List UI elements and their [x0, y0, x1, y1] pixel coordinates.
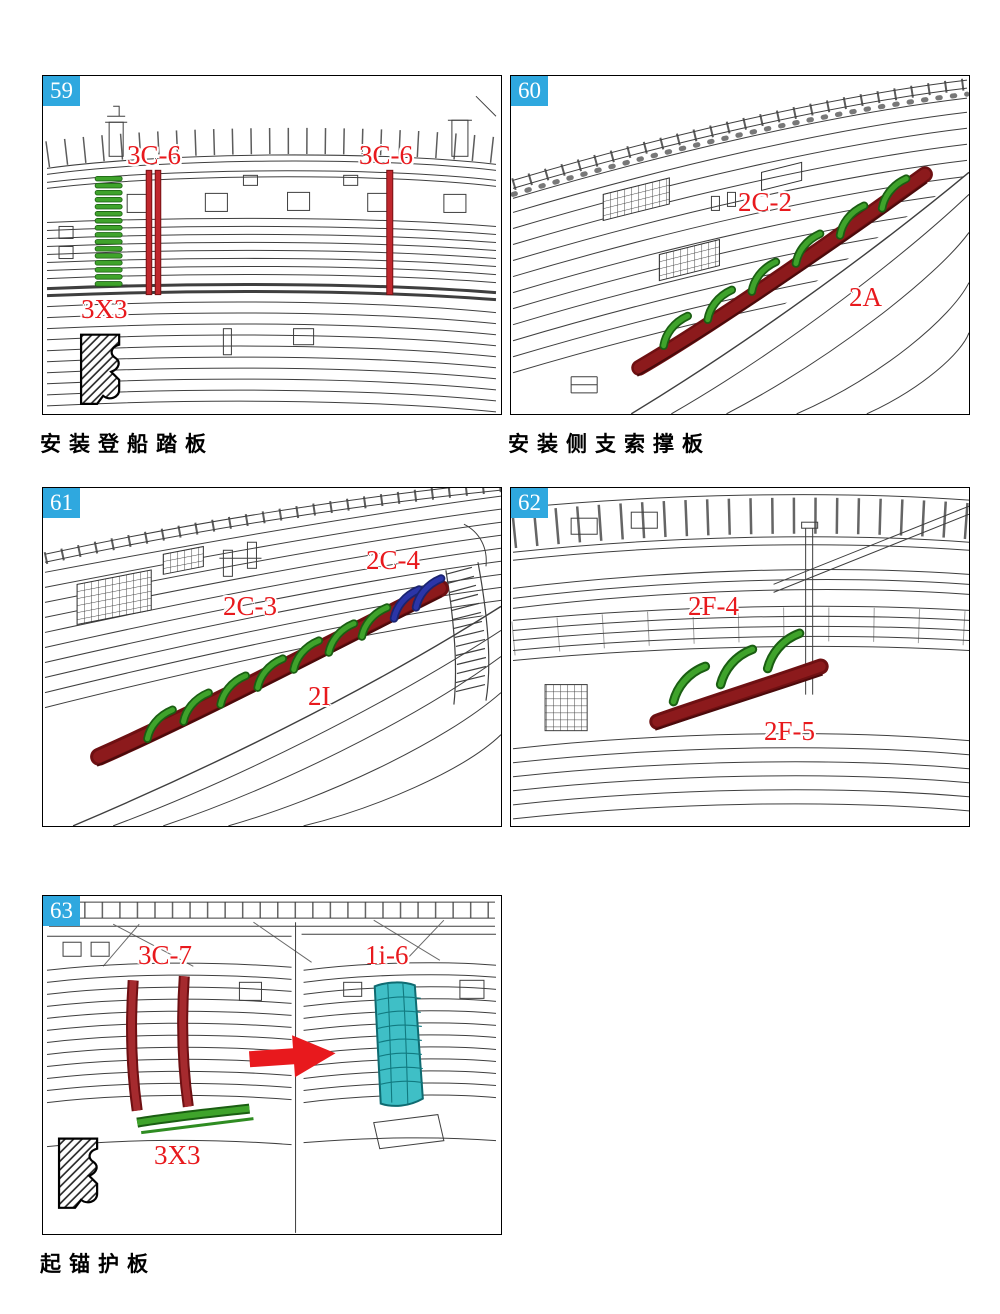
ship-side-perspective-illustration	[511, 494, 969, 820]
deck-line-art	[43, 488, 501, 826]
anchor-lining-before-after-illustration	[46, 901, 497, 1233]
part-label-3x3: 3X3	[81, 294, 128, 324]
step-panel-61: 61 2C-4 2C-3 2I	[42, 487, 502, 827]
part-1i6-lining	[373, 981, 424, 1107]
part-label-2c2: 2C-2	[738, 187, 792, 217]
step-number-badge: 59	[43, 76, 80, 106]
ship-deck-perspective-illustration	[511, 78, 969, 414]
step-arrow-icon	[248, 1035, 336, 1078]
strip-cross-section-profile	[79, 333, 121, 405]
step-number: 61	[50, 490, 73, 515]
step-number: 60	[518, 78, 541, 103]
boarding-steps-3x3	[94, 175, 123, 287]
caption-step-63: 起锚护板	[40, 1252, 156, 1276]
part-2c3-brackets	[146, 608, 389, 739]
part-label-2i: 2I	[308, 681, 331, 711]
step-number-badge: 63	[43, 896, 80, 926]
step-number-badge: 62	[511, 488, 548, 518]
step-number-badge: 60	[511, 76, 548, 106]
part-3x3-strip	[136, 1103, 254, 1135]
part-2f5-channel	[649, 658, 829, 731]
part-label-3c6-left: 3C-6	[127, 140, 181, 170]
part-label-2c4: 2C-4	[366, 545, 420, 575]
part-label-3c6-right: 3C-6	[359, 140, 413, 170]
step-number-badge: 61	[43, 488, 80, 518]
step-panel-60: 60 2C-2 2A	[510, 75, 970, 415]
caption-step-60: 安装侧支索撑板	[508, 432, 711, 456]
part-label-3c7: 3C-7	[138, 940, 192, 970]
strip-cross-section-profile	[57, 1137, 99, 1209]
part-label-2c3: 2C-3	[223, 591, 277, 621]
step-number: 63	[50, 898, 73, 923]
part-3c7-strips	[126, 975, 194, 1112]
part-3c6-strips	[145, 169, 394, 296]
hull-line-art	[46, 901, 497, 1233]
step-number: 62	[518, 490, 541, 515]
step-panel-59: 59 3C-6 3C-6 3X3	[42, 75, 502, 415]
ship-deck-perspective-illustration-2	[43, 488, 501, 826]
part-label-2f5: 2F-5	[764, 716, 816, 746]
ship-side-elevation-illustration	[45, 95, 498, 413]
part-label-3x3: 3X3	[154, 1140, 201, 1170]
hull-line-art	[511, 494, 969, 820]
part-label-2f4: 2F-4	[688, 591, 740, 621]
part-2a-channel	[631, 166, 933, 377]
step-panel-62: 62 2F-4 2F-5	[510, 487, 970, 827]
part-label-1i6: 1i-6	[365, 940, 409, 970]
deck-line-art	[511, 78, 969, 414]
step-number: 59	[50, 78, 73, 103]
shroud-ratlines	[445, 562, 490, 705]
step-panel-63: 63 3C-7 1i-6 3X3	[42, 895, 502, 1235]
caption-step-59: 安装登船踏板	[40, 432, 214, 456]
part-label-2a: 2A	[849, 282, 882, 312]
